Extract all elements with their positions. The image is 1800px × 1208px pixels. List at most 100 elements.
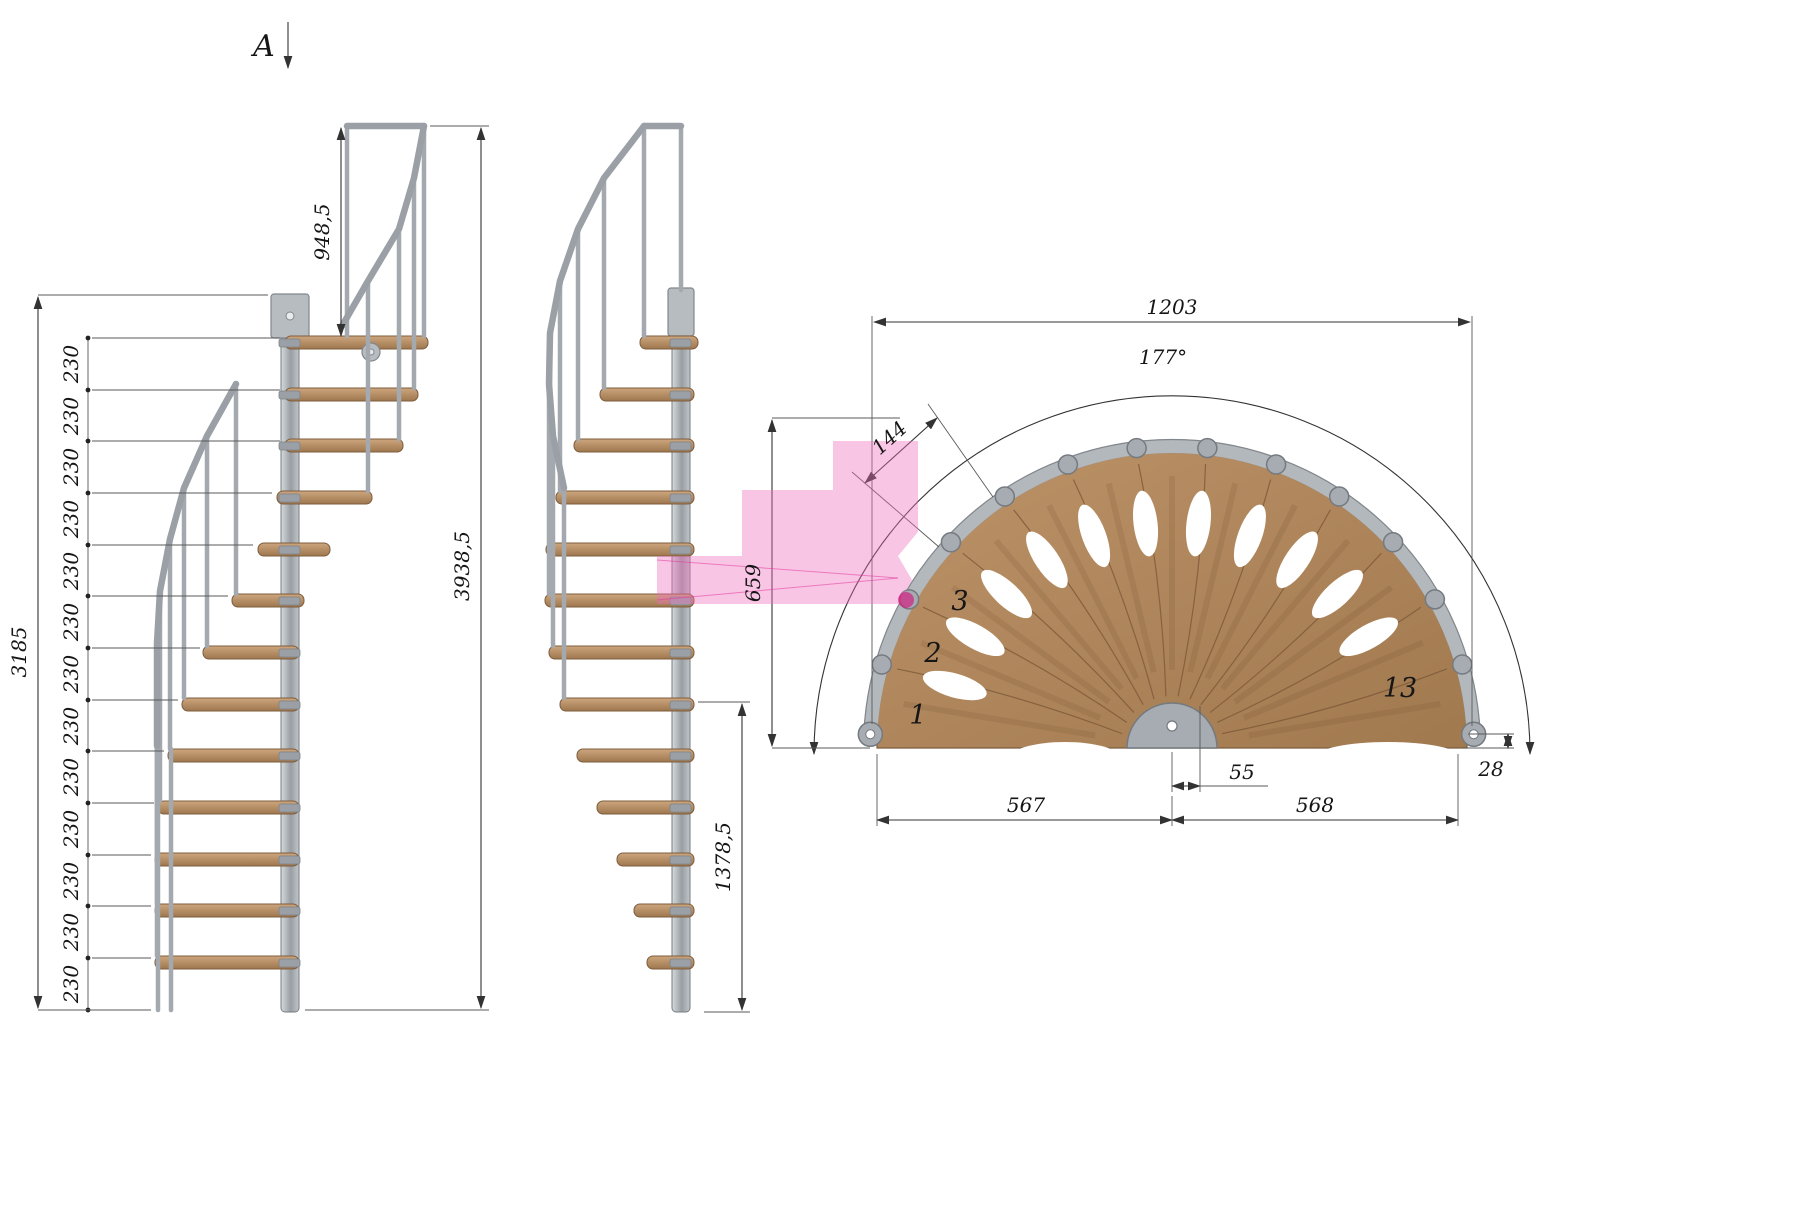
wood-grain: [920, 639, 1102, 721]
tread-connector: [278, 958, 301, 968]
tread-cutout: [1276, 531, 1318, 589]
left-span-label: 567: [1007, 793, 1045, 817]
tread-cutout: [1026, 531, 1068, 589]
tread-connector: [278, 700, 301, 710]
baluster-mount: [1265, 454, 1287, 475]
tread: [284, 335, 429, 350]
step-rise-label-1: 230: [59, 345, 83, 384]
pole-bracket: [667, 287, 695, 337]
chain-tick: [85, 387, 91, 393]
highlight-dot: [898, 592, 914, 608]
tread: [544, 593, 695, 608]
tread: [154, 903, 300, 918]
step-rise-label-3: 230: [59, 448, 83, 487]
tread-connector: [669, 958, 692, 968]
tread-connector: [278, 338, 301, 348]
bottom-scallop: [1010, 742, 1120, 774]
tread-cutout: [1311, 569, 1363, 619]
tread: [576, 748, 695, 763]
dimension-labels: A 948,5 3938,5 3185 230 230 230 230 230 …: [7, 29, 1504, 1004]
section-label: A: [250, 29, 275, 64]
step-rise-label-4: 230: [59, 500, 83, 539]
tread-cutout: [1339, 617, 1399, 657]
baluster-mount: [1424, 589, 1446, 610]
wood-grain: [1220, 538, 1351, 691]
overall-height-label: 3938,5: [450, 531, 474, 601]
tread-connector: [278, 493, 301, 503]
tread: [555, 490, 695, 505]
tread-connector: [669, 648, 692, 658]
chain-tick: [85, 542, 91, 548]
step-number-2: 2: [923, 638, 941, 669]
tread-connector: [669, 441, 692, 451]
rim-end-hole: [865, 729, 876, 740]
bottom-scallop: [1316, 742, 1460, 772]
tread-connector: [669, 545, 692, 555]
step-rise-label-10: 230: [59, 810, 83, 849]
chain-tick: [85, 335, 91, 341]
chain-tick: [85, 852, 91, 858]
tread-connector: [669, 855, 692, 865]
baluster-mount: [1197, 437, 1218, 459]
baluster-mount: [1382, 532, 1404, 553]
tread-connector: [669, 803, 692, 813]
wood-grain: [1204, 504, 1298, 680]
middle-elevation-view: [544, 122, 699, 1013]
baluster-mount: [1057, 454, 1079, 475]
baluster-mount: [1126, 437, 1147, 459]
wood-grain: [950, 584, 1111, 705]
wood-grain: [1046, 504, 1140, 680]
tread-joint: [1221, 668, 1448, 735]
step-rise-label-13: 230: [59, 965, 83, 1004]
stair-height-label: 3185: [7, 627, 31, 678]
chain-tick: [85, 593, 91, 599]
overall-depth-label: 659: [741, 564, 765, 602]
tread-connector: [278, 648, 301, 658]
step-rise-label-6: 230: [59, 603, 83, 642]
right-span-label: 568: [1296, 793, 1334, 817]
tread-connector: [669, 700, 692, 710]
wood-grain: [1187, 482, 1239, 673]
tread-connector: [278, 906, 301, 916]
step-rise-label-7: 230: [59, 655, 83, 694]
chain-tick: [85, 438, 91, 444]
wood-grain: [1233, 584, 1394, 705]
left-elevation-view: [85, 122, 429, 1013]
wood-grain: [1105, 482, 1157, 673]
handrail-lower: [153, 380, 240, 750]
highlight-overlay: [656, 441, 918, 608]
tread-cutout: [1133, 490, 1159, 557]
tread-cutout: [1233, 504, 1266, 568]
tread-connector: [669, 906, 692, 916]
tread-connector: [669, 596, 692, 606]
chain-tick: [85, 800, 91, 806]
highlight-block: [742, 441, 918, 532]
baluster-mount: [994, 486, 1016, 507]
step-number-3: 3: [951, 586, 968, 617]
tread-connector: [278, 596, 301, 606]
overall-width-label: 1203: [1147, 295, 1198, 319]
center-offset-label: 55: [1229, 760, 1254, 784]
step-rise-label-2: 230: [59, 397, 83, 436]
tread: [573, 438, 695, 453]
chain-tick: [85, 490, 91, 496]
tread: [157, 800, 300, 815]
step-number-1: 1: [909, 700, 926, 731]
tread-connector: [669, 751, 692, 761]
baluster-mount: [1451, 654, 1473, 675]
tread-connector: [669, 338, 692, 348]
rotation-angle-label: 177°: [1139, 345, 1187, 369]
step-rise-label-11: 230: [59, 862, 83, 901]
plan-top-view: [857, 437, 1487, 774]
tread-cutout: [922, 670, 987, 701]
handrail: [545, 122, 648, 492]
dim-tread-width: [864, 417, 938, 484]
wood-grain: [1248, 700, 1441, 739]
chain-tick: [85, 748, 91, 754]
dimension-lines: [33, 22, 1535, 1013]
handrail-upper: [338, 122, 428, 330]
tread-connector: [278, 751, 301, 761]
tread-connector: [278, 390, 301, 400]
tread: [154, 852, 300, 867]
chain-tick: [85, 955, 91, 961]
